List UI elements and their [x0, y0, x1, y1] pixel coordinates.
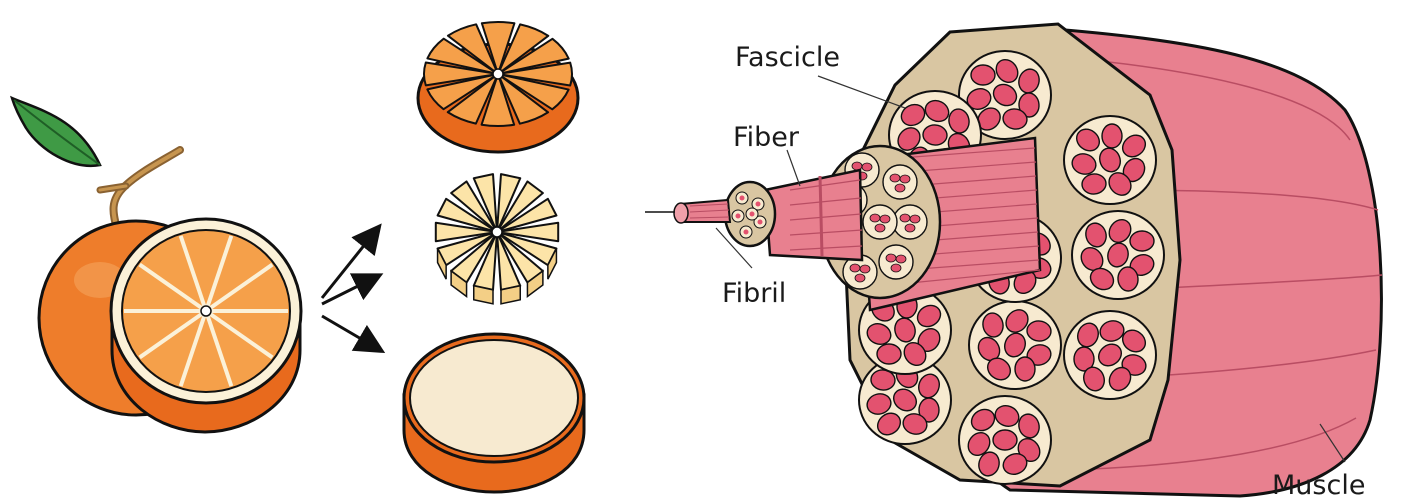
arrow-icon [322, 316, 380, 350]
fascicle-icon [1072, 211, 1164, 299]
arrow-icon [322, 228, 378, 298]
pale-segments-fan [436, 174, 558, 304]
label-muscle: Muscle [1272, 470, 1365, 501]
stem-icon [114, 150, 180, 232]
label-fascicle: Fascicle [735, 42, 840, 73]
orange-half-icon [111, 219, 301, 432]
fascicle-icon [959, 396, 1051, 484]
arrow-icon [322, 276, 378, 304]
fascicle-icon [1064, 116, 1156, 204]
fascicle-icon [969, 301, 1061, 389]
orange-rind-dish [404, 334, 584, 492]
fascicle-icon [1064, 311, 1156, 399]
label-fiber: Fiber [733, 122, 800, 153]
muscle-bundle-icon [645, 24, 1382, 496]
orange-segments-wheel [418, 22, 578, 152]
fibril-end [674, 203, 688, 223]
label-fibril: Fibril [722, 278, 786, 309]
arrows [322, 228, 380, 350]
orange-illustration [12, 98, 301, 432]
